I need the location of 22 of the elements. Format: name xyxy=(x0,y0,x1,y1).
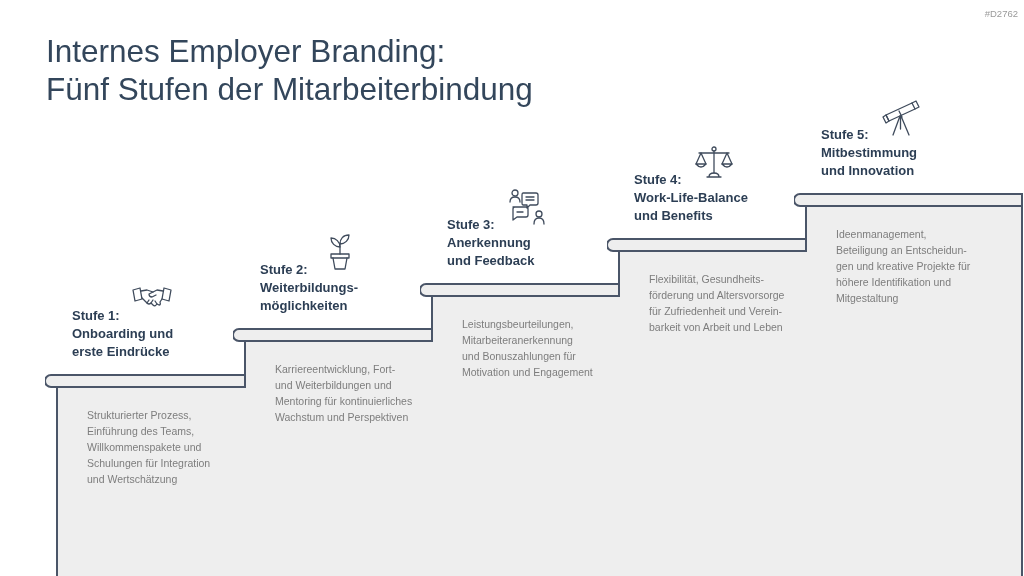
step-number: Stufe 1: xyxy=(72,307,120,325)
step-title: Work-Life-Balance und Benefits xyxy=(634,189,748,225)
step-description: Strukturierter Prozess, Einführung des Teams, Willkommenspakete und Schulungen für Integration und Wertschätzung xyxy=(87,408,211,487)
stair-step xyxy=(45,374,233,576)
step-number: Stufe 4: xyxy=(634,171,682,189)
step-title: Weiterbildungs- möglichkeiten xyxy=(260,279,358,315)
step-description: Leistungsbeurteilungen, Mitarbeiteranerkennung und Bonuszahlungen für Motivation und Engagement xyxy=(462,317,593,380)
reference-code: #D2762 xyxy=(984,8,1018,19)
step-title: Anerkennung und Feedback xyxy=(447,234,535,270)
step-number: Stufe 2: xyxy=(260,261,308,279)
stair-step xyxy=(420,283,607,576)
step-number: Stufe 3: xyxy=(447,216,495,234)
stair-step xyxy=(794,193,1023,576)
stair-step xyxy=(233,328,420,576)
step-description: Ideenmanagement, Beteiligung an Entscheidun- gen und kreative Projekte für höhere Identifikation und Mitgestaltung xyxy=(836,227,971,306)
stair-step xyxy=(607,238,794,576)
step-description: Flexibilität, Gesundheits- förderung und Altersvorsorge für Zufriedenheit und Verein- barkeit von Arbeit und Leben xyxy=(649,272,785,335)
step-description: Karriereentwicklung, Fort- und Weiterbildungen und Mentoring für kontinuierliches Wachstum und Perspektiven xyxy=(275,362,413,425)
page-title: Internes Employer Branding: Fünf Stufen der Mitarbeiterbindung xyxy=(46,32,533,108)
step-number: Stufe 5: xyxy=(821,126,869,144)
step-title: Mitbestimmung und Innovation xyxy=(821,144,918,180)
step-title: Onboarding und erste Eindrücke xyxy=(72,325,174,361)
